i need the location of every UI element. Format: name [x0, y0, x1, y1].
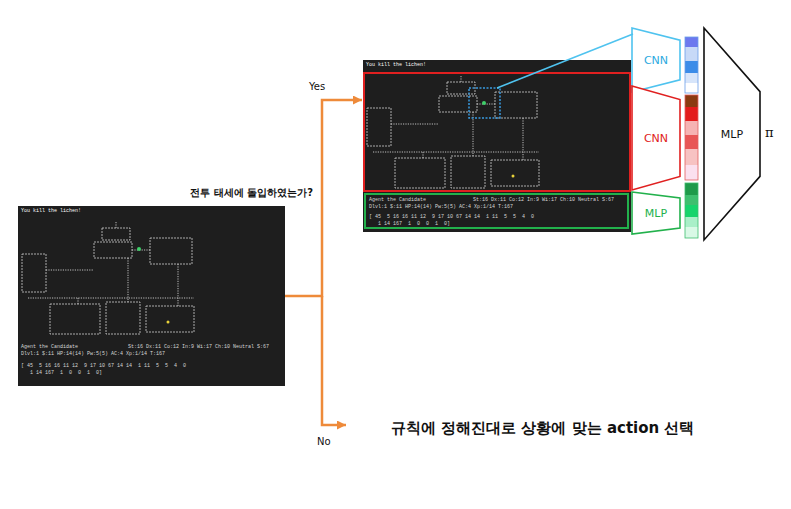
block-label: MLP	[645, 207, 667, 220]
screen-text: Dlvl:1 $:11 HP:14(14) Pw:5(5) AC:4 Xp:1/…	[21, 352, 165, 357]
map-room	[106, 302, 140, 334]
map-corridor	[477, 104, 495, 105]
map-room	[22, 254, 46, 292]
no-branch-arrow	[322, 296, 346, 425]
screen-illustration	[18, 206, 285, 386]
map-room	[150, 238, 192, 264]
map-room	[439, 96, 477, 112]
screen-text: Agent the Candidate	[369, 198, 426, 203]
screen-text: 1 14 167 1 0 0 1 0]	[369, 222, 450, 227]
screen-text: [ 45 5 16 16 11 12 9 17 10 67 14 14 1 11…	[369, 215, 534, 220]
vector-outline	[685, 95, 698, 180]
map-corridor	[461, 76, 462, 82]
screen-text: 1 14 167 1 0 0 1 0]	[21, 371, 102, 376]
vector-cell	[685, 217, 698, 227]
dungeon-map	[22, 222, 194, 334]
screen-text: Dlvl:1 $:11 HP:14(14) Pw:5(5) AC:4 Xp:1/…	[369, 205, 513, 210]
status-feature-vector	[685, 183, 698, 238]
rule-action-note: 규칙에 정해진대로 상황에 맞는 action 선택	[390, 419, 695, 437]
screen-text: Agent the Candidate	[21, 345, 78, 350]
map-region-box	[364, 73, 630, 191]
vector-cell	[685, 149, 698, 165]
map-corridor	[128, 258, 129, 302]
cnn-feature-vector	[685, 37, 698, 93]
map-corridor	[373, 152, 539, 153]
vector-cell	[685, 107, 698, 121]
map-corridor	[178, 264, 179, 306]
trapezoid-outline	[632, 28, 680, 92]
screen-text: You kill the lichen!	[366, 63, 426, 68]
mlp-encoder: MLP	[632, 192, 680, 234]
block-label: CNN	[644, 54, 668, 67]
vector-cell	[685, 73, 698, 83]
map-corridor	[391, 124, 439, 125]
crop-leader-line	[497, 34, 633, 88]
map-corridor	[116, 222, 117, 228]
map-corridor	[132, 250, 150, 251]
vector-cell	[685, 205, 698, 217]
map-corridor	[46, 270, 94, 271]
player-marker	[137, 247, 141, 251]
map-room	[495, 92, 537, 118]
trapezoid-outline	[704, 28, 760, 240]
map-room	[491, 160, 539, 186]
branch-label: No	[316, 436, 332, 448]
vector-cell	[685, 37, 698, 47]
trapezoid-outline	[632, 86, 680, 190]
vector-outline	[685, 37, 698, 93]
map-room	[367, 108, 391, 146]
screen-text: You kill the lichen!	[21, 209, 81, 214]
screen-text: St:16 Dx:11 Co:12 In:9 Wi:17 Ch:10 Neutr…	[473, 198, 614, 203]
branch-label: Yes	[308, 81, 326, 93]
vector-outline	[685, 183, 698, 238]
agent-crop-box	[469, 88, 500, 118]
gold-marker	[167, 321, 170, 324]
trapezoid-outline	[632, 192, 680, 234]
gold-marker	[512, 175, 515, 178]
vector-cell	[685, 95, 698, 107]
map-corridor	[78, 298, 79, 304]
screen-text: [ 45 5 16 16 11 12 9 17 10 67 14 14 1 11…	[21, 364, 186, 369]
vector-cell	[685, 165, 698, 180]
block-label: CNN	[644, 132, 668, 145]
dungeon-map	[367, 76, 539, 188]
screen-text: St:16 Dx:11 Co:12 In:9 Wi:17 Ch:10 Neutr…	[128, 345, 269, 350]
map-corridor	[423, 152, 424, 158]
map-corridor	[28, 298, 194, 299]
map-feature-vector	[685, 95, 698, 180]
map-room	[451, 156, 485, 188]
vector-cell	[685, 135, 698, 149]
game-screenshot: Agent the Candidate St:16 Dx:11 Co:12 In:…	[363, 60, 631, 232]
decision-question: 전투 태세에 돌입하였는가?	[189, 187, 314, 199]
map-room	[50, 304, 100, 334]
vector-cell	[685, 227, 698, 238]
status-region-box: Agent the Candidate St:16 Dx:11 Co:12 In:…	[364, 193, 629, 229]
policy-mlp: MLP	[704, 28, 760, 240]
map-room	[146, 306, 194, 332]
player-marker	[482, 101, 486, 105]
map-room	[102, 228, 130, 240]
vector-cell	[685, 47, 698, 61]
vector-cell	[685, 183, 698, 195]
vector-cell	[685, 195, 698, 205]
block-label: MLP	[721, 128, 743, 141]
cnn-encoder: CNN	[632, 86, 680, 190]
vector-cell	[685, 61, 698, 73]
cnn-encoder: CNN	[632, 28, 680, 92]
game-screenshot: You kill the lichen! Agent the Candidate S…	[18, 206, 285, 386]
map-room	[94, 242, 132, 258]
map-room	[395, 158, 445, 188]
vector-cell	[685, 121, 698, 135]
vector-cell	[685, 83, 698, 93]
policy-symbol: π	[764, 125, 775, 141]
map-corridor	[523, 118, 524, 160]
